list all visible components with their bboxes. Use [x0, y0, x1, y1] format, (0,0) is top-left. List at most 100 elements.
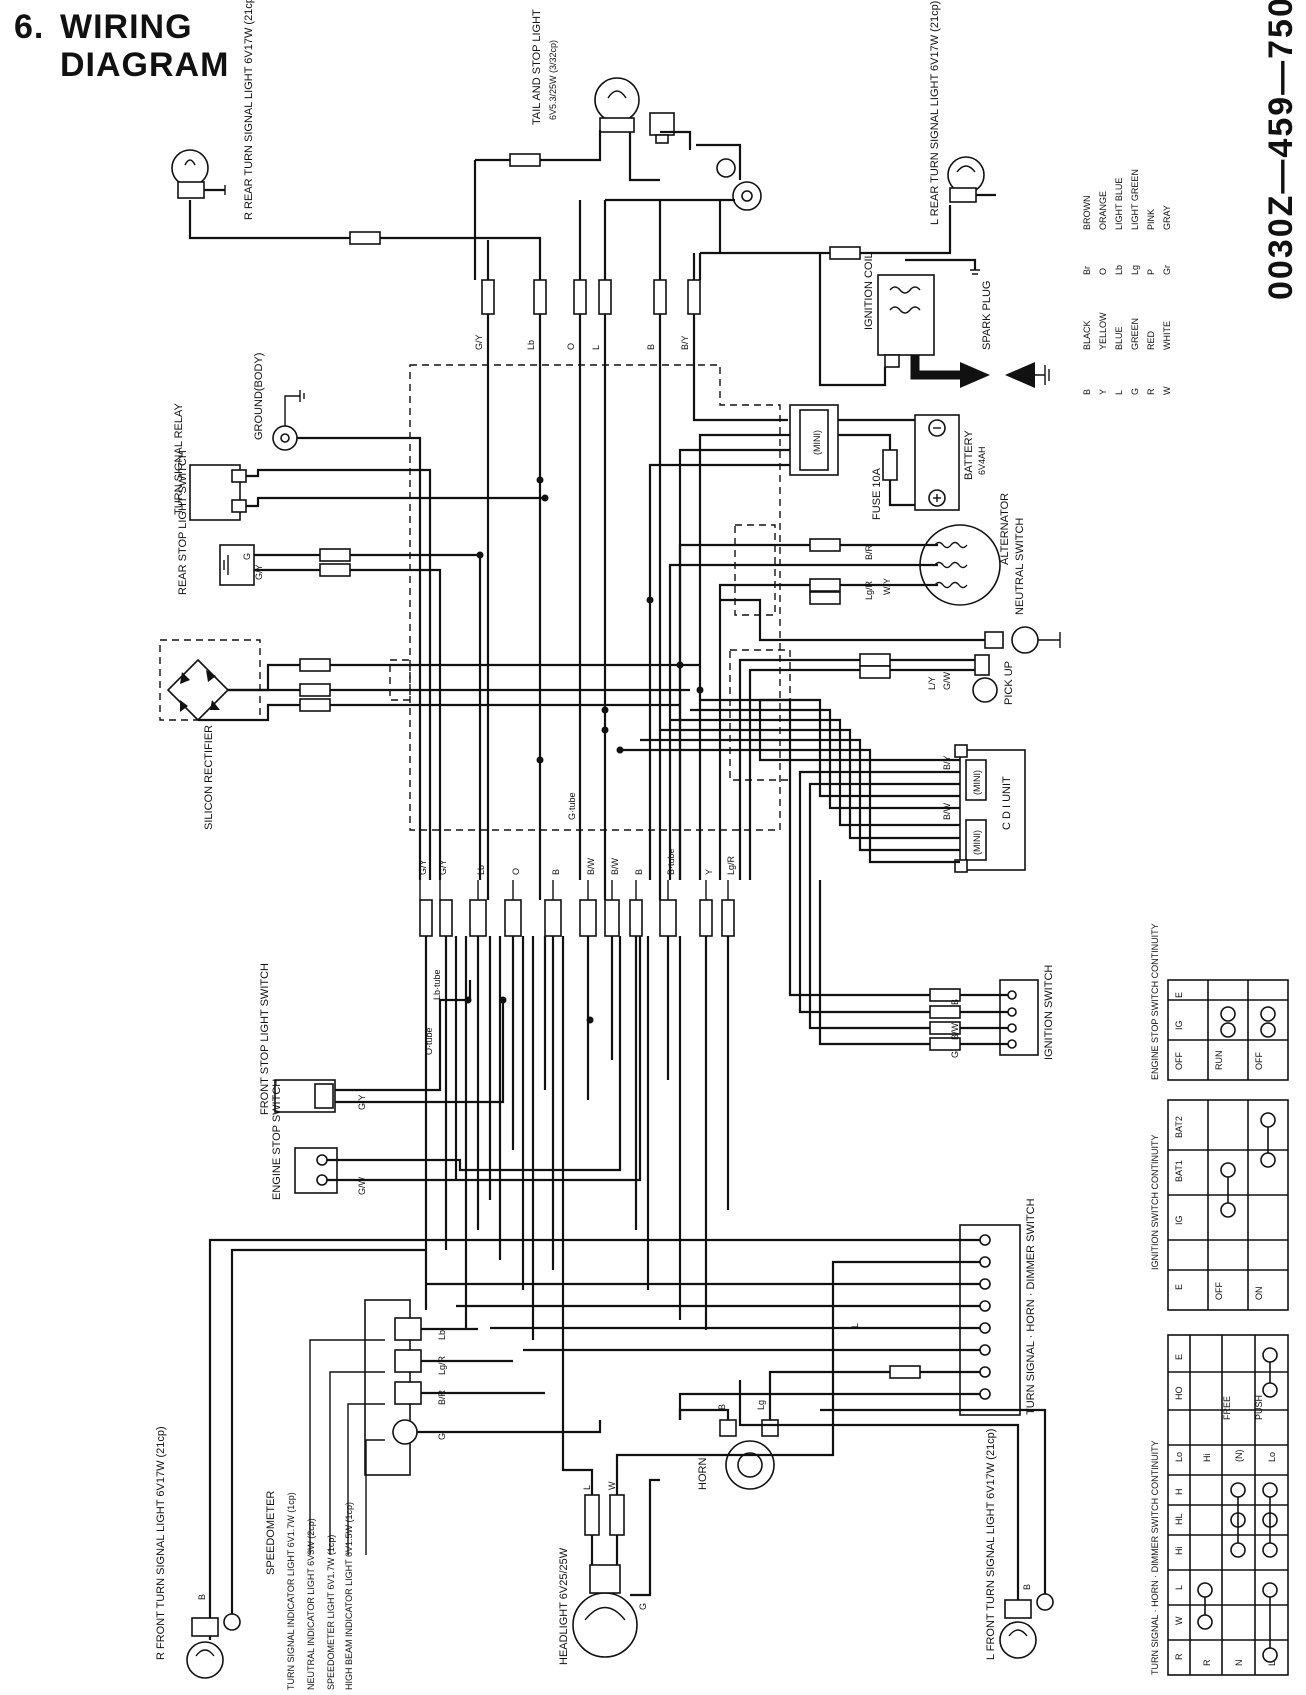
alternator-label: ALTERNATOR: [999, 493, 1011, 565]
wl-o-2: O: [511, 868, 521, 875]
th-row-n2: (N): [1234, 1450, 1244, 1463]
turn-horn-dimmer-switch: [959, 1224, 1021, 1416]
right-harness-outline: [389, 659, 411, 701]
fuse: [882, 449, 898, 481]
section-number: 6.: [14, 8, 45, 46]
front-stop-light-switch: [274, 1079, 336, 1113]
wl-gy-5: G/Y: [357, 1094, 367, 1110]
turn-horn-dimmer-label: TURN SIGNAL · HORN · DIMMER SWITCH: [1025, 1198, 1037, 1415]
neutral-switch: [984, 626, 1061, 654]
main-harness-outline: [409, 364, 781, 831]
legend-code-r: R: [1146, 388, 1156, 395]
legend-name-pink: PINK: [1146, 209, 1156, 230]
l-rear-turn-label: L REAR TURN SIGNAL LIGHT 6V17W (21cp): [929, 1, 941, 225]
front-stop-label: FRONT STOP LIGHT SWITCH: [259, 963, 271, 1115]
wl-lg-1: Lg: [756, 1400, 766, 1410]
wl-bw-3: B/W: [942, 802, 952, 820]
legend-name-black: BLACK: [1082, 320, 1092, 350]
silicon-rectifier: [166, 658, 230, 722]
highbeam-label: HIGH BEAM INDICATOR LIGHT 6V1.5W (1cp): [344, 1502, 354, 1690]
central-connector-row: [419, 899, 735, 937]
wl-g-2: G: [950, 1051, 960, 1058]
engine-stop-continuity-table: [1167, 979, 1289, 1081]
rear-stop-label: REAR STOP LIGHT SWITCH: [177, 450, 189, 595]
wl-gw-2: G/W: [357, 1176, 367, 1195]
ignition-switch: [999, 979, 1039, 1056]
horn-label: HORN: [697, 1458, 709, 1490]
th-row-n: N: [1234, 1660, 1244, 1667]
ground-body: [272, 390, 305, 451]
es-row-off-1: OFF: [1174, 1052, 1184, 1070]
wl-ly-1: L/Y: [927, 676, 937, 690]
th-row-r: R: [1202, 1659, 1212, 1666]
wl-gy-1: G/Y: [474, 334, 484, 350]
legend-code-w: W: [1162, 386, 1172, 395]
battery-spec: 6V4AH: [977, 446, 987, 475]
wl-l-3: L: [850, 1323, 860, 1328]
speedometer: [364, 1299, 422, 1476]
wl-b-2: B: [551, 869, 561, 875]
fuse-label: FUSE 10A: [871, 467, 883, 520]
wl-g-1: G: [242, 553, 252, 560]
turn-signal-relay: [189, 464, 247, 521]
wl-by-1: B/Y: [680, 335, 690, 350]
wl-l-1: L: [591, 345, 601, 350]
legend-code-g: G: [1130, 388, 1140, 395]
ig-row-off: OFF: [1214, 1282, 1224, 1300]
wl-b-1: B: [646, 344, 656, 350]
mini-connector: [789, 404, 839, 476]
th-col-hi: Hi: [1174, 1547, 1184, 1556]
legend-code-p: P: [1146, 269, 1156, 275]
es-col-e: E: [1174, 992, 1184, 998]
tail-stop-light: [594, 77, 675, 144]
legend-code-lb: Lb: [1114, 265, 1124, 275]
wl-b-7: B: [1022, 1584, 1032, 1590]
wl-o-1: O: [566, 343, 576, 350]
wl-otube: O·tube: [424, 1027, 434, 1055]
legend-name-gray: GRAY: [1162, 205, 1172, 230]
th-row-free: FREE: [1222, 1396, 1232, 1420]
ignition-switch-label: IGNITION SWITCH: [1043, 965, 1055, 1060]
speedo-light-label: SPEEDOMETER LIGHT 6V1.7W (1cp): [326, 1535, 336, 1690]
r-rear-turn-signal-light: [171, 149, 226, 199]
th-col-w: W: [1174, 1616, 1184, 1625]
legend-name-yellow: YELLOW: [1098, 312, 1108, 350]
neutral-indicator-label: NEUTRAL INDICATOR LIGHT 6V3W (2cp): [306, 1518, 316, 1690]
wl-br-2: B/R: [437, 1389, 447, 1405]
cdi-label: C D I UNIT: [1001, 776, 1013, 830]
rear-stop-light-switch: [219, 544, 255, 586]
l-front-turn-signal-light: [999, 1593, 1054, 1659]
ig-col-ig: IG: [1174, 1215, 1184, 1225]
wl-lb-1: Lb: [526, 340, 536, 350]
license-light: [716, 158, 762, 211]
cdi-harness-outline: [729, 649, 791, 781]
es-row-run: RUN: [1214, 1051, 1224, 1071]
pickup-label: PICK UP: [1003, 661, 1015, 705]
legend-name-blue: BLUE: [1114, 326, 1124, 350]
ig-row-on: ON: [1254, 1287, 1264, 1301]
legend-code-b: B: [1082, 389, 1092, 395]
turn-indicator-label: TURN SIGNAL INDICATOR LIGHT 6V1.7W (1cp): [286, 1492, 296, 1690]
diagram-heading: 6. WIRING DIAGRAM: [14, 8, 229, 84]
heading-line-2: DIAGRAM: [60, 46, 230, 84]
spark-plug-label: SPARK PLUG: [981, 281, 993, 351]
wl-w-1: W: [607, 1481, 617, 1490]
ignition-coil-label: IGNITION COIL: [863, 252, 875, 330]
wl-gy-2: G/Y: [418, 859, 428, 875]
wl-gw-1: G/W: [942, 671, 952, 690]
wl-gy-3: G/Y: [438, 859, 448, 875]
heading-line-1: WIRING: [60, 8, 193, 46]
th-col-hl: HL: [1174, 1513, 1184, 1525]
wl-b-5: B: [717, 1404, 727, 1410]
headlight-label: HEADLIGHT 6V25/25W: [558, 1547, 570, 1665]
wl-b-3: B: [634, 869, 644, 875]
es-row-off-2: OFF: [1254, 1052, 1264, 1070]
wl-bw-1: B/W: [586, 857, 596, 875]
wl-y-1: Y: [704, 869, 714, 875]
battery-label: BATTERY: [963, 430, 975, 480]
alternator: [919, 524, 1001, 606]
wl-lb-2: Lb: [476, 865, 486, 875]
turn-signal-relay-label: TURN SIGNAL RELAY: [173, 402, 185, 515]
wl-bw-2: B/W: [610, 857, 620, 875]
turn-horn-continuity-table: [1167, 1334, 1289, 1676]
